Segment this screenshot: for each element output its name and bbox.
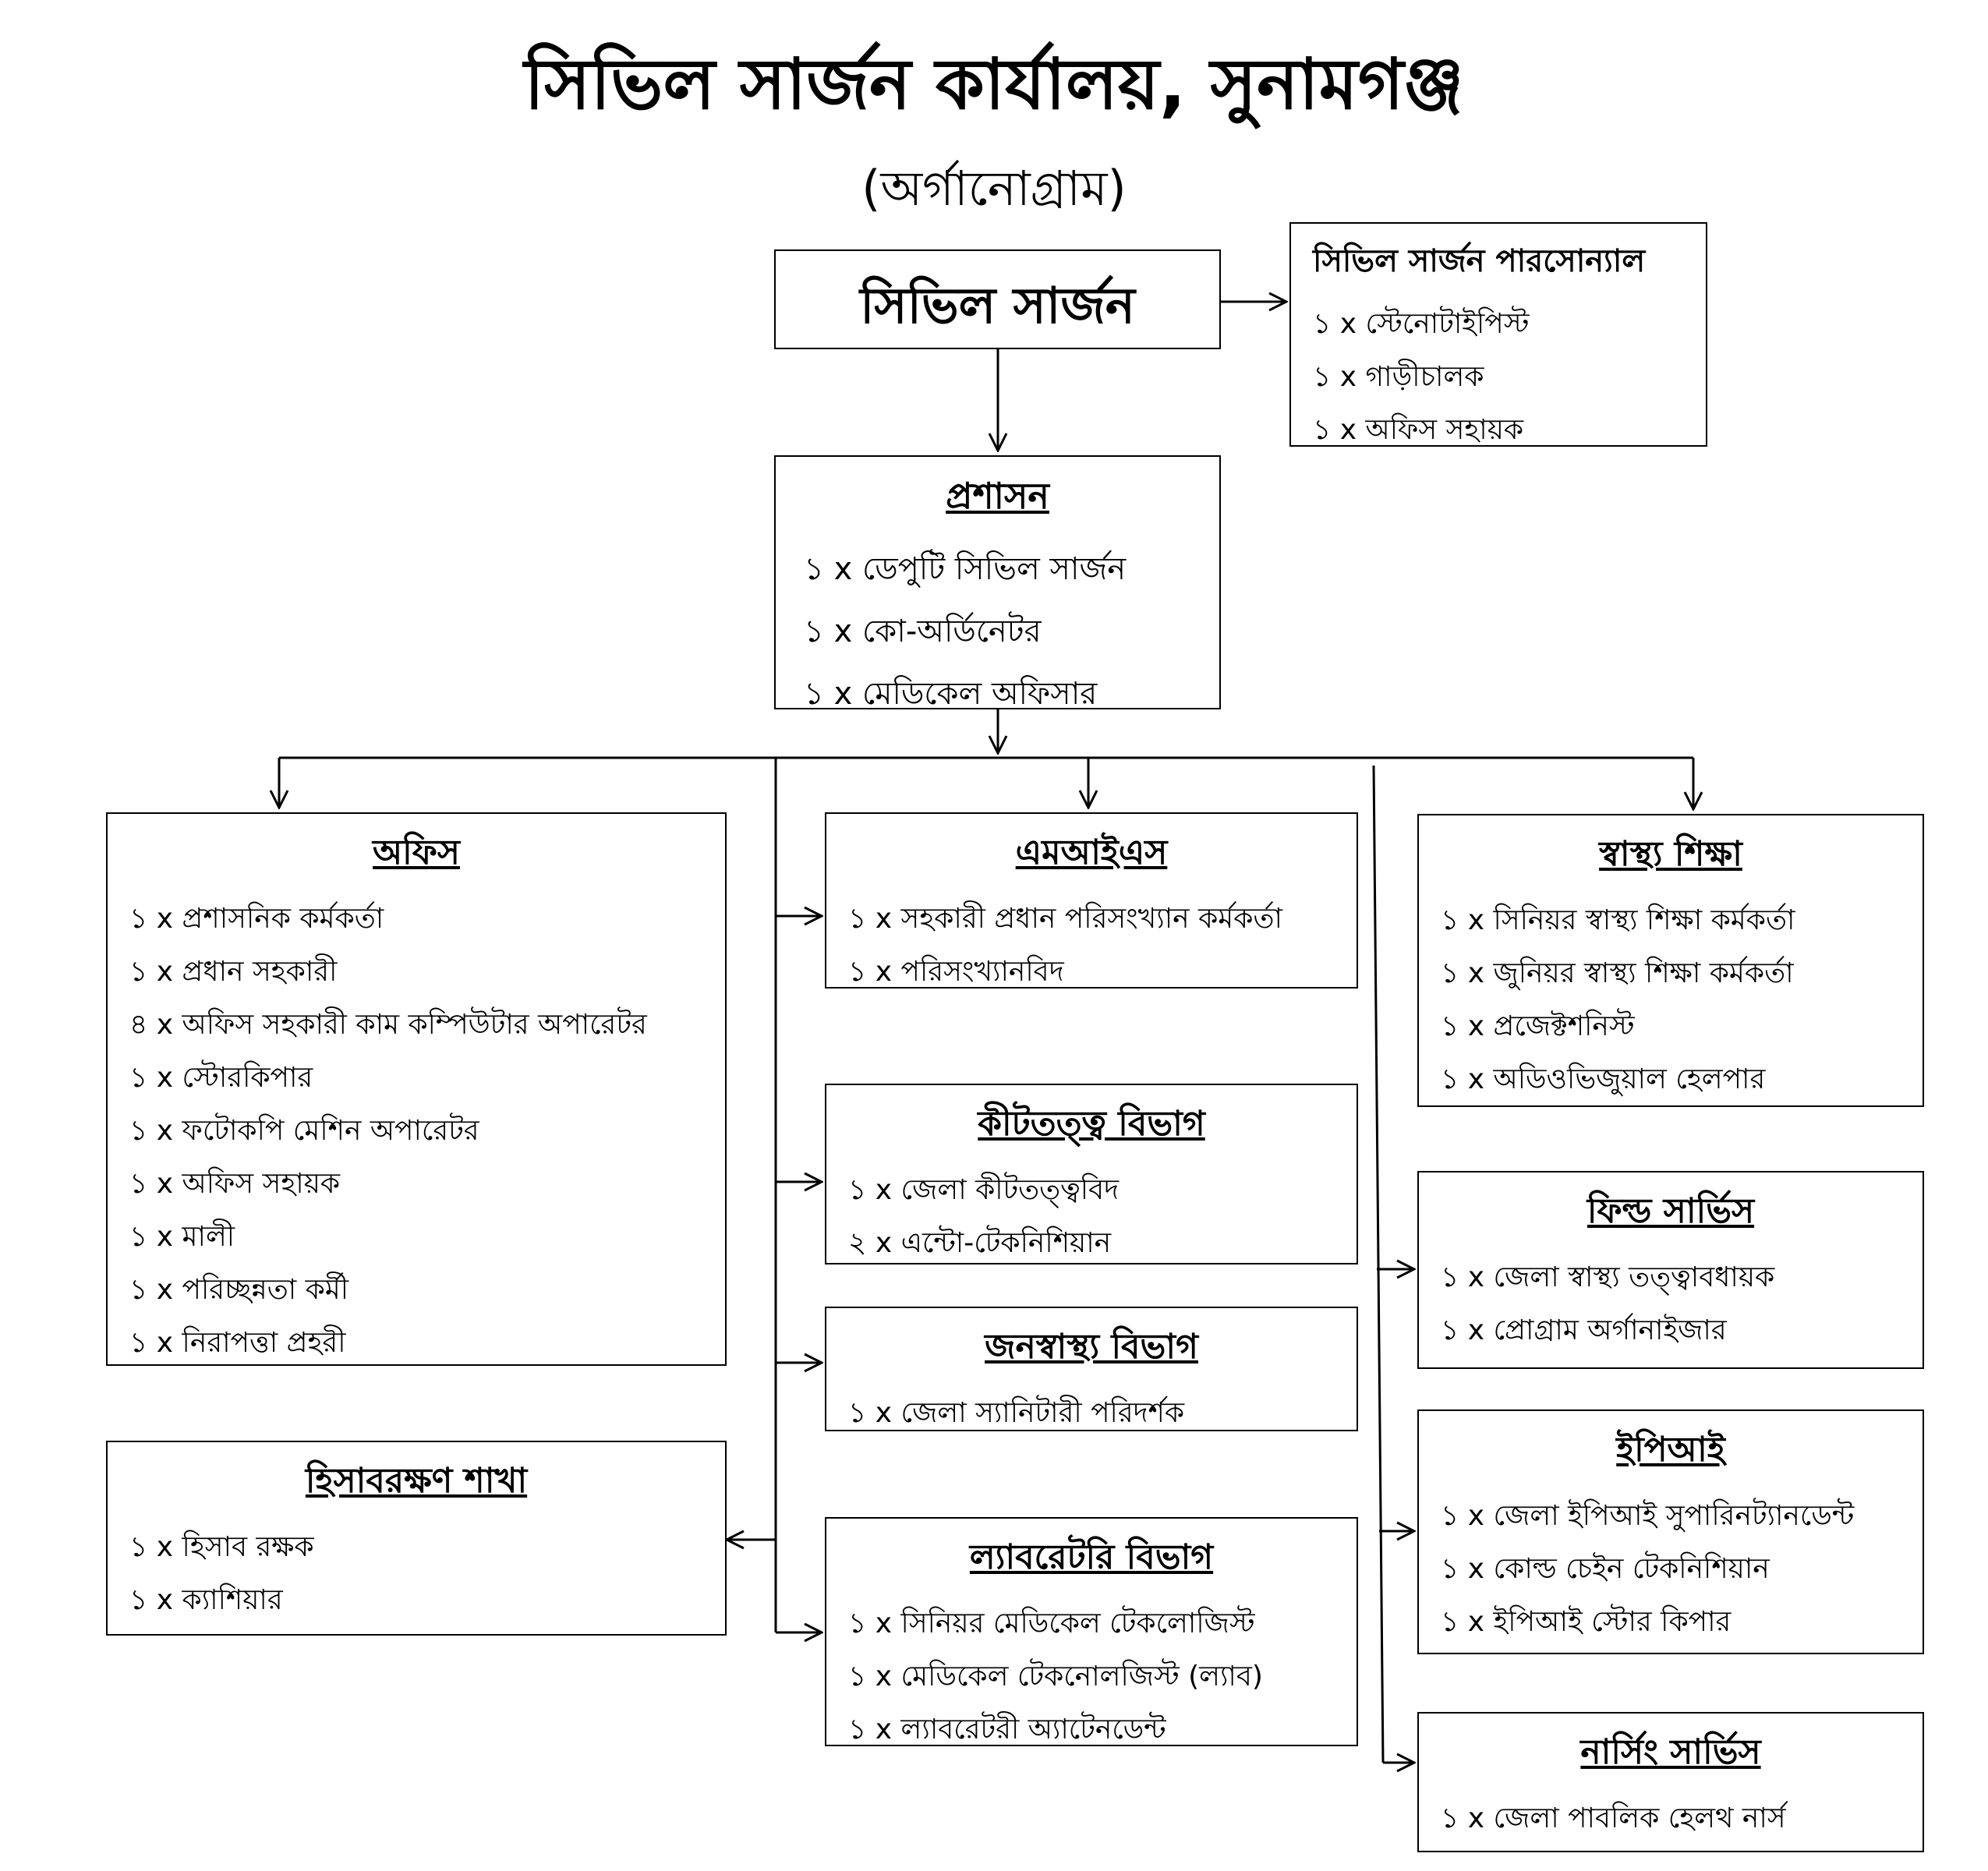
list-item: ১ x সিনিয়র মেডিকেল টেকলোজিস্ট [848, 1608, 1255, 1639]
epi-list: ১ x জেলা ইপিআই সুপারিনট্যানডেন্ট ১ x কোল… [1419, 1490, 1923, 1649]
civil-surgeon-box: সিভিল সার্জন [774, 249, 1221, 349]
list-item: ১ x অফিস সহায়ক [1313, 414, 1524, 446]
list-item: ১ x স্টোরকিপার [129, 1062, 313, 1094]
entomology-list: ১ x জেলা কীটতত্ত্ববিদ ২ x এন্টো-টেকনিশিয… [826, 1164, 1357, 1270]
list-item: ১ x ক্যাশিয়ার [129, 1584, 283, 1616]
civil-surgeon-heading: সিভিল সার্জন [860, 278, 1135, 335]
page-title: সিভিল সার্জন কার্যালয়, সুনামগঞ্জ [524, 44, 1464, 126]
epi-heading: ইপিআই [1616, 1430, 1725, 1470]
list-item: ১ x প্রজেক্টশনিস্ট [1441, 1010, 1635, 1042]
public-health-box: জনস্বাস্থ্য বিভাগ ১ x জেলা স্যানিটারী পর… [825, 1307, 1358, 1431]
field-service-heading: ফিল্ড সার্ভিস [1587, 1191, 1755, 1231]
list-item: ১ x জুনিয়র স্বাস্থ্য শিক্ষা কর্মকর্তা [1441, 957, 1794, 989]
laboratory-heading: ল্যাবরেটরি বিভাগ [969, 1537, 1214, 1577]
admin-list: ১ x ডেপুটি সিভিল সার্জন ১ x কো-অর্ডিনেটর… [776, 538, 1219, 725]
list-item: ১ x প্রধান সহকারী [129, 956, 338, 988]
mis-box: এমআইএস ১ x সহকারী প্রধান পরিসংখ্যান কর্ম… [825, 812, 1358, 989]
laboratory-list: ১ x সিনিয়র মেডিকেল টেকলোজিস্ট ১ x মেডিক… [826, 1597, 1357, 1756]
list-item: ১ x মালী [129, 1221, 235, 1253]
list-item: ১ x গাড়ীচালক [1313, 361, 1484, 393]
list-item: ১ x জেলা স্যানিটারী পরিদর্শক [848, 1397, 1185, 1429]
admin-heading: প্রশাসন [946, 475, 1049, 517]
list-item: ১ x জেলা পাবলিক হেলথ নার্স [1441, 1802, 1786, 1834]
epi-box: ইপিআই ১ x জেলা ইপিআই সুপারিনট্যানডেন্ট ১… [1417, 1409, 1924, 1654]
list-item: ১ x সিনিয়র স্বাস্থ্য শিক্ষা কর্মকর্তা [1441, 904, 1795, 936]
nursing-box: নার্সিং সার্ভিস ১ x জেলা পাবলিক হেলথ নার… [1417, 1712, 1924, 1852]
field-service-list: ১ x জেলা স্বাস্থ্য তত্ত্বাবধায়ক ১ x প্র… [1419, 1251, 1923, 1357]
health-education-list: ১ x সিনিয়র স্বাস্থ্য শিক্ষা কর্মকর্তা ১… [1419, 894, 1923, 1106]
list-item: ১ x ডেপুটি সিভিল সার্জন [804, 551, 1127, 587]
list-item: ১ x মেডিকেল অফিসার [804, 676, 1098, 712]
nursing-list: ১ x জেলা পাবলিক হেলথ নার্স [1419, 1792, 1923, 1845]
health-education-box: স্বাস্থ্য শিক্ষা ১ x সিনিয়র স্বাস্থ্য শ… [1417, 814, 1924, 1107]
mis-list: ১ x সহকারী প্রধান পরিসংখ্যান কর্মকর্তা ১… [826, 893, 1357, 999]
list-item: ১ x হিসাব রক্ষক [129, 1531, 314, 1563]
list-item: ১ x অফিস সহায়ক [129, 1168, 341, 1200]
list-item: ১ x জেলা কীটতত্ত্ববিদ [848, 1174, 1120, 1206]
list-item: ১ x পরিচ্ছন্নতা কর্মী [129, 1274, 349, 1306]
list-item: ১ x প্রোগ্রাম অর্গানাইজার [1441, 1314, 1727, 1346]
nursing-heading: নার্সিং সার্ভিস [1580, 1732, 1761, 1772]
office-box: অফিস ১ x প্রশাসনিক কর্মকর্তা ১ x প্রধান … [106, 812, 727, 1366]
list-item: ১ x মেডিকেল টেকনোলজিস্ট (ল্যাব) [848, 1661, 1263, 1692]
personal-heading: সিভিল সার্জন পারসোন্যাল [1313, 243, 1646, 279]
field-service-box: ফিল্ড সার্ভিস ১ x জেলা স্বাস্থ্য তত্ত্বা… [1417, 1171, 1924, 1369]
personal-list: ১ x স্টেনোটাইপিস্ট ১ x গাড়ীচালক ১ x অফি… [1291, 298, 1706, 457]
list-item: ১ x প্রশাসনিক কর্মকর্তা [129, 903, 384, 935]
page-subtitle: (অর্গানোগ্রাম) [861, 160, 1127, 217]
entomology-box: কীটতত্ত্ব বিভাগ ১ x জেলা কীটতত্ত্ববিদ ২ … [825, 1084, 1358, 1264]
laboratory-box: ল্যাবরেটরি বিভাগ ১ x সিনিয়র মেডিকেল টেক… [825, 1517, 1358, 1746]
list-item: ১ x কোল্ড চেইন টেকনিশিয়ান [1441, 1553, 1770, 1585]
list-item: ১ x জেলা ইপিআই সুপারিনট্যানডেন্ট [1441, 1500, 1855, 1532]
list-item: ১ x নিরাপত্তা প্রহরী [129, 1327, 346, 1359]
accounts-list: ১ x হিসাব রক্ষক ১ x ক্যাশিয়ার [108, 1521, 725, 1627]
public-health-heading: জনস্বাস্থ্য বিভাগ [985, 1327, 1198, 1367]
list-item: ১ x ল্যাবরেটরী অ্যাটেনডেন্ট [848, 1714, 1166, 1745]
personal-box: সিভিল সার্জন পারসোন্যাল ১ x স্টেনোটাইপিস… [1289, 222, 1707, 447]
list-item: ১ x পরিসংখ্যানবিদ [848, 956, 1064, 988]
list-item: ১ x ইপিআই স্টোর কিপার [1441, 1606, 1732, 1638]
list-item: ১ x স্টেনোটাইপিস্ট [1313, 308, 1530, 340]
list-item: ১ x কো-অর্ডিনেটর [804, 614, 1042, 649]
list-item: ১ x জেলা স্বাস্থ্য তত্ত্বাবধায়ক [1441, 1261, 1775, 1293]
office-heading: অফিস [373, 833, 460, 872]
public-health-list: ১ x জেলা স্যানিটারী পরিদর্শক [826, 1387, 1357, 1440]
entomology-heading: কীটতত্ত্ব বিভাগ [978, 1104, 1205, 1144]
health-education-heading: স্বাস্থ্য শিক্ষা [1599, 834, 1742, 874]
office-list: ১ x প্রশাসনিক কর্মকর্তা ১ x প্রধান সহকার… [108, 893, 725, 1370]
list-item: ১ x সহকারী প্রধান পরিসংখ্যান কর্মকর্তা [848, 903, 1282, 935]
list-item: ১ x ফটোকপি মেশিন অপারেটর [129, 1115, 479, 1147]
mis-heading: এমআইএস [1015, 833, 1168, 872]
list-item: ২ x এন্টো-টেকনিশিয়ান [848, 1227, 1112, 1259]
list-item: ৪ x অফিস সহকারী কাম কম্পিউটার অপারেটর [129, 1009, 647, 1041]
list-item: ১ x অডিওভিজুয়াল হেলপার [1441, 1063, 1766, 1095]
connector-right-vertical [1372, 765, 1385, 1763]
admin-box: প্রশাসন ১ x ডেপুটি সিভিল সার্জন ১ x কো-অ… [774, 455, 1221, 712]
accounts-heading: হিসাবরক্ষণ শাখা [305, 1461, 528, 1501]
accounts-box: হিসাবরক্ষণ শাখা ১ x হিসাব রক্ষক ১ x ক্যা… [106, 1441, 727, 1636]
